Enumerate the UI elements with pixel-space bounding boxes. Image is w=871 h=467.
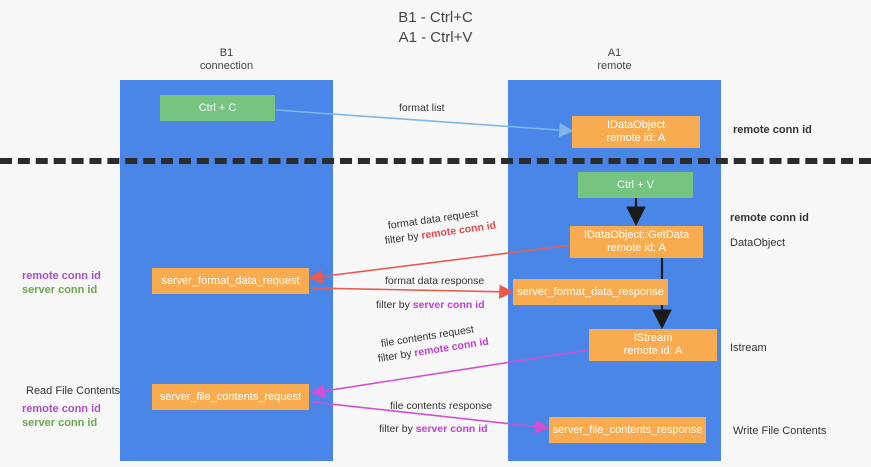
arrow-label-file-contents-response: file contents response — [390, 400, 493, 412]
box-idataobject-getdata[interactable]: IDataObject::GetData remote id: A — [570, 226, 703, 258]
box-ctrl-v[interactable]: Ctrl + V — [578, 172, 693, 198]
left-label-remote-conn-id-bottom: remote conn id — [22, 403, 101, 415]
box-server-format-data-request[interactable]: server_format_data_request — [152, 268, 309, 294]
arrow-label-filter-by-server-conn-id-1: filter by server conn id — [376, 298, 485, 312]
section-divider — [0, 158, 871, 164]
right-label-dataobject: DataObject — [730, 237, 786, 249]
box-server-format-data-response-label: server_format_data_response — [517, 285, 664, 298]
left-label-remote-conn-id-mid: remote conn id — [22, 270, 101, 282]
arrow-label-format-list: format list — [399, 102, 445, 114]
arrow-label-filter-by-server-conn-id-2: filter by server conn id — [379, 422, 488, 436]
right-label-write-file-contents: Write File Contents — [733, 425, 827, 437]
right-label-istream: Istream — [730, 342, 767, 354]
box-server-format-data-response[interactable]: server_format_data_response — [513, 279, 668, 305]
page-title: B1 - Ctrl+C A1 - Ctrl+V — [398, 9, 473, 46]
box-istream-line1: IStream — [633, 332, 673, 344]
box-ctrl-c-label: Ctrl + C — [198, 101, 237, 114]
box-server-file-contents-request[interactable]: server_file_contents_request — [152, 384, 309, 410]
left-label-read-file-contents: Read File Contents — [26, 385, 121, 397]
filter-by-text-4: filter by — [379, 423, 416, 435]
box-ctrl-v-label: Ctrl + V — [617, 178, 654, 191]
server-conn-id-text-1: server conn id — [412, 299, 485, 311]
box-ctrl-c[interactable]: Ctrl + C — [160, 95, 275, 121]
box-idataobject-line2: remote id: A — [606, 132, 666, 144]
server-conn-id-text-2: server conn id — [415, 423, 488, 435]
box-server-format-data-request-label: server_format_data_request — [161, 274, 300, 287]
column-header-b1: B1 connection — [199, 47, 254, 72]
box-istream[interactable]: IStream remote id: A — [589, 329, 717, 361]
filter-by-text-1: filter by — [384, 229, 423, 247]
box-idataobject[interactable]: IDataObject remote id: A — [572, 116, 700, 148]
box-idataobject-line1: IDataObject — [606, 119, 666, 131]
box-istream-line2: remote id: A — [623, 345, 683, 357]
left-label-server-conn-id-bottom: server conn id — [22, 417, 98, 429]
arrow-label-format-data-response: format data response — [385, 275, 485, 287]
right-label-remote-conn-id-top: remote conn id — [733, 124, 812, 136]
box-getdata-line1: IDataObject::GetData — [583, 229, 690, 241]
box-server-file-contents-request-label: server_file_contents_request — [159, 390, 302, 403]
box-server-file-contents-response-label: server_file_contents_response — [552, 423, 703, 436]
column-header-a1: A1 remote — [597, 47, 632, 72]
box-server-file-contents-response[interactable]: server_file_contents_response — [549, 417, 706, 443]
filter-by-text-2: filter by — [376, 299, 413, 311]
left-label-server-conn-id-mid: server conn id — [22, 284, 98, 296]
box-getdata-line2: remote id: A — [607, 242, 666, 254]
right-label-remote-conn-id-mid: remote conn id — [730, 212, 809, 224]
